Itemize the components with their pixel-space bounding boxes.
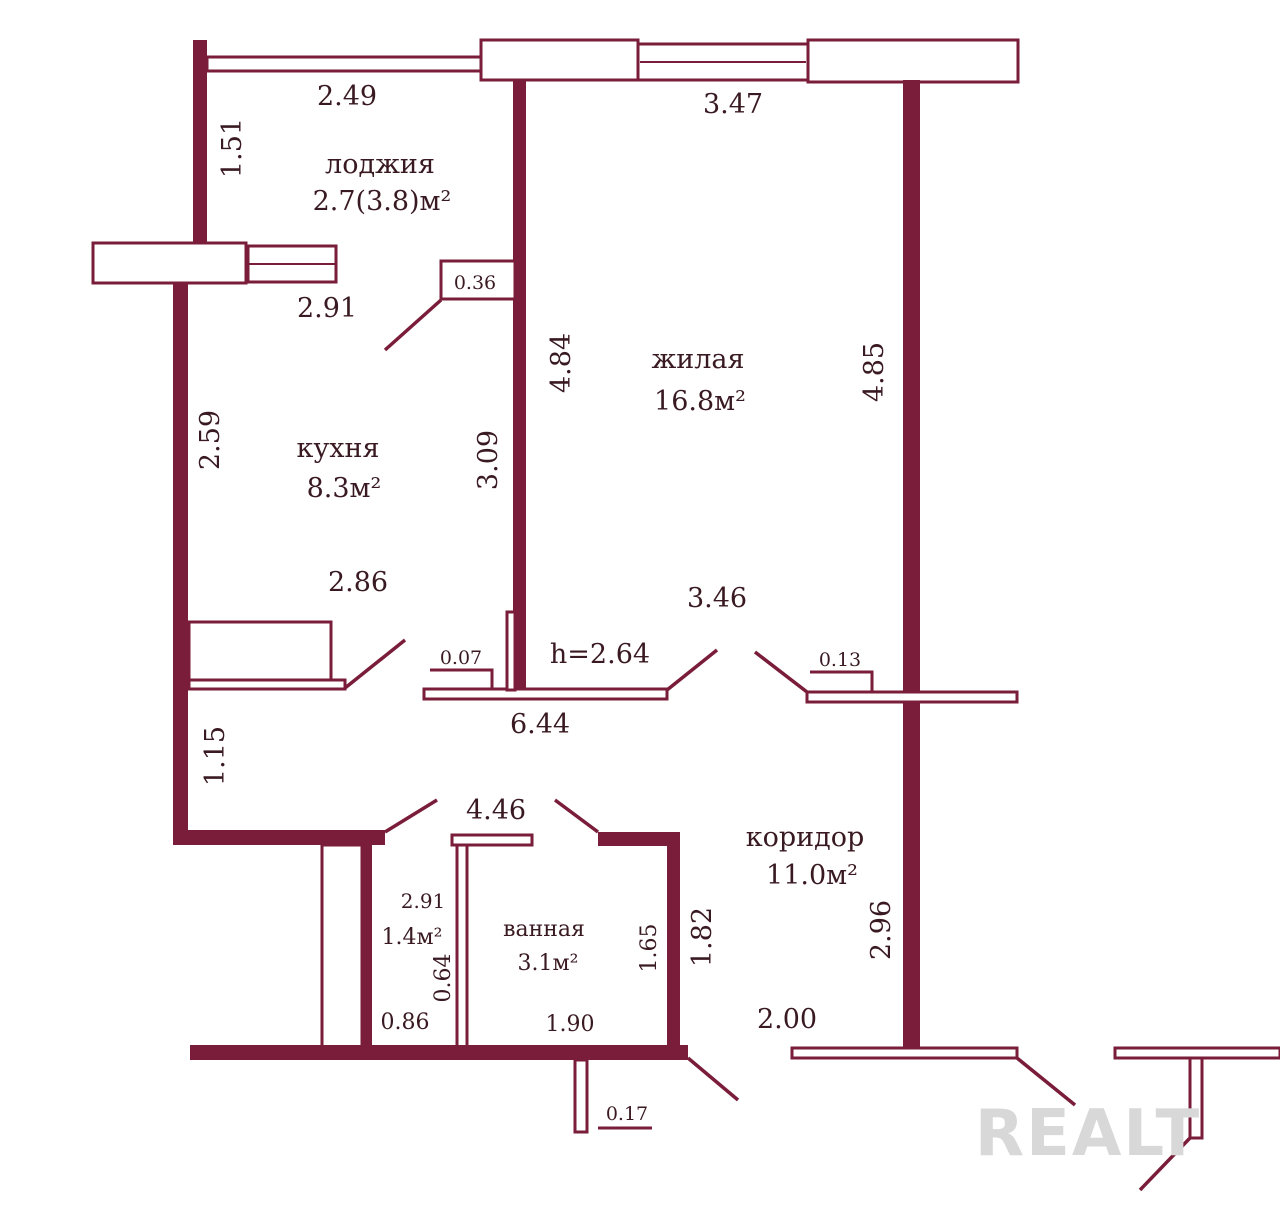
bottom-wall [190,1045,688,1060]
dim-0-13: 0.13 [819,649,861,671]
dim-6-44: 6.44 [510,709,570,740]
bath-name: ванная [503,917,585,942]
partition-right [805,690,1019,704]
doors [343,298,1192,1192]
dim-2-86: 2.86 [328,567,388,598]
partition-stub [505,610,517,692]
dim-2-96: 2.96 [866,900,897,960]
top-pier-left [479,38,640,82]
dim-3-46: 3.46 [687,583,747,614]
top-pier-right [806,38,1020,84]
dim-1-82: 1.82 [687,907,718,967]
bath-door-top [450,833,534,847]
watermark-logo: REALT [975,1097,1201,1171]
kitchen-sill [187,678,347,691]
bath-top-wall [598,832,680,846]
bath-left-wall [455,843,469,1049]
loggia-window [205,55,484,73]
ceiling-height: h=2.64 [550,639,650,670]
dim-4-46: 4.46 [466,795,526,826]
dim-2-59: 2.59 [195,410,226,470]
dim-1-90: 1.90 [546,1012,595,1037]
dim-1-15: 1.15 [200,726,231,786]
walls [91,38,1280,1140]
dim-2-91-wc: 2.91 [401,889,446,913]
entrance-door [1015,1056,1077,1107]
corridor-area: 11.0м² [766,860,858,891]
kitchen-area: 8.3м² [307,473,382,504]
loggia-left-wall [193,40,207,245]
living-name: жилая [651,344,744,375]
dim-3-09: 3.09 [473,430,504,490]
dim-0-64: 0.64 [431,954,456,1003]
storage-door [686,1056,740,1102]
kitchen-name: кухня [296,433,379,464]
kitchen-counter [187,620,333,684]
living-area: 16.8м² [654,386,746,417]
dim-3-47: 3.47 [703,89,763,120]
duct-box [439,259,517,301]
living-left-wall [513,80,526,690]
partition-mid [422,687,669,701]
wc-shaft [320,843,364,1049]
dim-2-49: 2.49 [317,81,377,112]
corridor-lower-wall [173,830,385,845]
dim-4-84: 4.84 [546,333,577,393]
dim-0-17: 0.17 [606,1103,648,1125]
dim-0-86: 0.86 [381,1010,430,1035]
bottom-stub [573,1058,589,1134]
dim-0-07: 0.07 [440,647,482,669]
dim-2-91-kitchen: 2.91 [297,293,357,324]
loggia-door [383,298,443,352]
outer-stub [1188,1056,1204,1140]
dim-1-51: 1.51 [217,118,248,178]
wc-door [384,798,438,834]
bath-area: 3.1м² [518,951,579,976]
loggia-area: 2.7(3.8)м² [313,186,452,217]
kitchen-left-wall [173,283,188,843]
leader-013 [810,670,874,692]
outer-door [1138,1136,1192,1192]
corridor-name: коридор [746,822,865,853]
loggia-name: лоджия [325,149,435,180]
kitchen-pier [91,241,248,285]
wc-right-wall [362,843,372,1048]
living-door-right [753,650,809,694]
bath-door [553,798,600,834]
living-door-left [665,648,719,692]
dim-4-85: 4.85 [859,342,890,402]
right-wall [903,80,920,1050]
dim-1-65: 1.65 [637,924,662,973]
kitchen-door [343,638,407,690]
leader-007 [430,668,494,690]
bath-right-wall [667,832,680,1047]
entrance-wall [790,1046,1019,1060]
dim-0-36: 0.36 [454,272,496,294]
wc-area: 1.4м² [382,925,443,950]
dim-2-00: 2.00 [757,1004,817,1035]
